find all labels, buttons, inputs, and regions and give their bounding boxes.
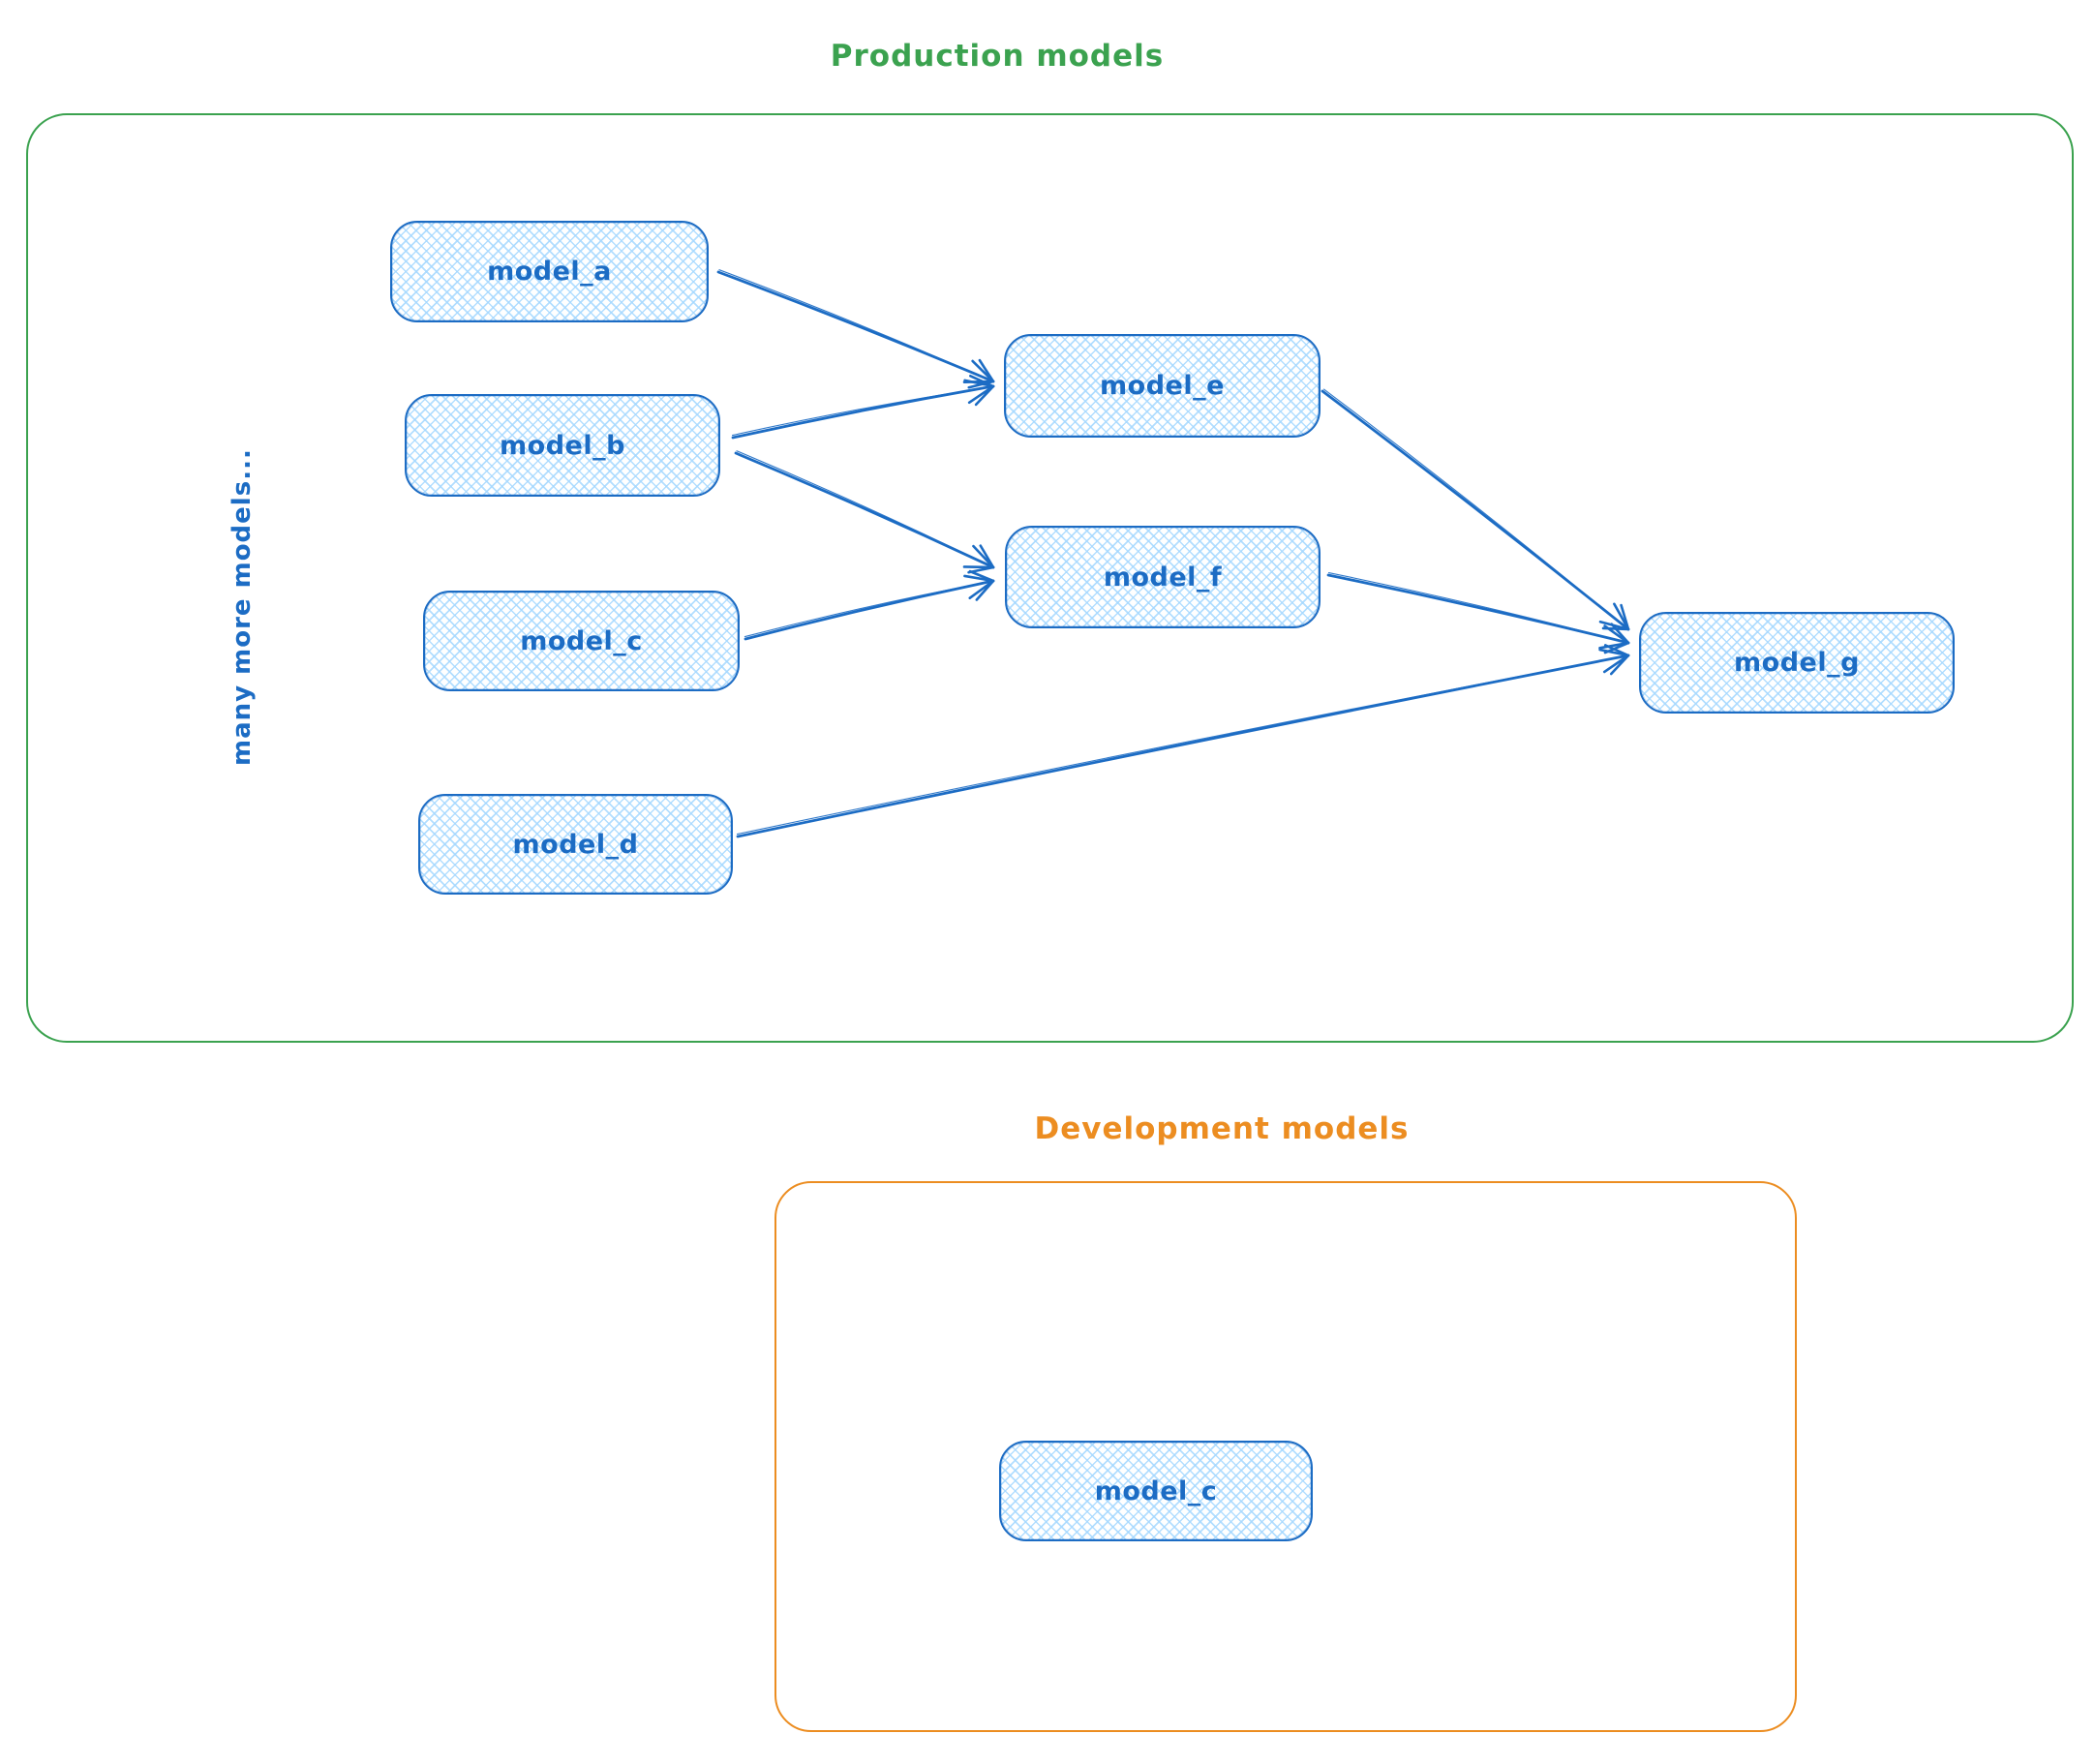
many-more-models-label: many more models... bbox=[228, 448, 257, 766]
node-label: model_c bbox=[520, 625, 643, 656]
node-label: model_d bbox=[512, 829, 639, 860]
node-label: model_e bbox=[1100, 371, 1225, 401]
development-section-title: Development models bbox=[1034, 1111, 1410, 1146]
node-model-d: model_d bbox=[418, 794, 733, 895]
node-model-e: model_e bbox=[1004, 334, 1321, 438]
node-model-g: model_g bbox=[1639, 612, 1955, 714]
node-label: model_a bbox=[487, 257, 612, 287]
node-label: model_f bbox=[1103, 562, 1223, 593]
node-model-c: model_c bbox=[423, 591, 740, 691]
node-label: model_c bbox=[1094, 1475, 1218, 1506]
node-model-f: model_f bbox=[1005, 526, 1321, 628]
node-model-a: model_a bbox=[390, 221, 709, 322]
production-container bbox=[26, 113, 2074, 1043]
node-model-b: model_b bbox=[405, 394, 720, 497]
node-label: model_b bbox=[500, 430, 625, 461]
node-label: model_g bbox=[1734, 648, 1860, 678]
development-container bbox=[774, 1181, 1797, 1732]
node-dev-model-c: model_c bbox=[999, 1441, 1313, 1541]
production-section-title: Production models bbox=[830, 39, 1165, 74]
